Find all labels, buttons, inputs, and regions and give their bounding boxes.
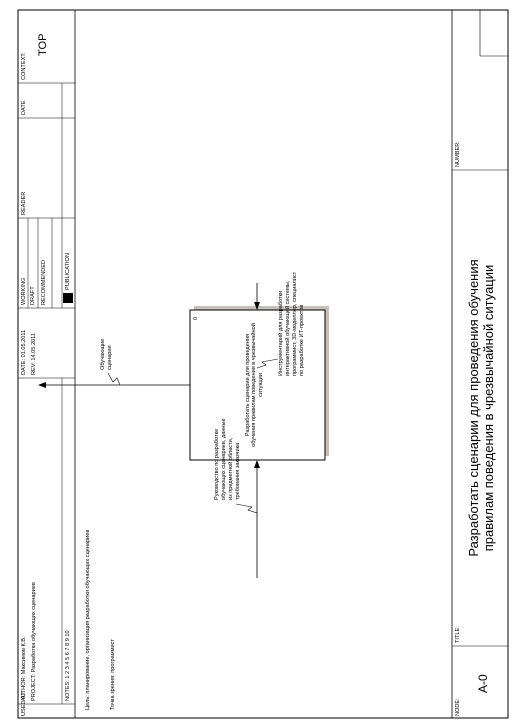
activity-number: 0 <box>193 316 199 320</box>
reader-label: READER <box>21 191 27 215</box>
mechanism-label: Инструментарий для разработки интерактив… <box>278 272 306 376</box>
mechanism-label-line-2: интерактивной обучающей системы, <box>285 280 291 376</box>
title-label: TITLE: <box>455 626 461 643</box>
viewpoint-text: Точка зрения: программист <box>110 639 116 710</box>
reader-date-label: DATE <box>21 100 27 115</box>
diagram-title: Разработать сценарии для проведения обуч… <box>466 259 496 557</box>
context-value: TOP <box>37 33 49 56</box>
status-publication: PUBLICATION <box>65 253 71 290</box>
number-label: NUMBER: <box>455 141 461 167</box>
node-value: A-0 <box>476 674 490 693</box>
project-field: PROJECT: Разработка обучающих сценариев <box>31 582 37 701</box>
publication-marker <box>63 293 73 303</box>
notes-field: NOTES: 1 2 3 4 5 6 7 8 9 10 <box>65 630 71 701</box>
mechanism-label-line-1: Инструментарий для разработки <box>278 290 284 376</box>
output-label-line-2: сценарии <box>107 345 113 370</box>
output-label: Обучающие сценарии <box>100 339 114 370</box>
output-label-line-1: Обучающие <box>100 338 106 370</box>
activity-label: Разработать сценарии для проведения обуч… <box>245 323 264 447</box>
node-label: NODE: <box>455 698 461 716</box>
context-label: CONTEXT: <box>21 52 27 80</box>
mechanism-label-line-4: по разработке ИТ-проектов <box>299 304 305 376</box>
outer-border <box>17 9 509 719</box>
input-label-line-1: Руководство по разработке <box>214 428 220 500</box>
purpose-text: Цель: планирование, организация разработ… <box>85 529 91 710</box>
mechanism-label-line-3: программист, 3D-моделлер, специалист <box>292 271 298 376</box>
status-draft: DRAFT <box>30 286 36 305</box>
status-recommended: RECOMMENDED <box>41 259 47 305</box>
input-label-line-4: требования заказчика <box>235 442 241 500</box>
status-working: WORKING <box>21 277 27 305</box>
date-field: DATE: 01.05.2011 <box>21 329 27 375</box>
author-field: AUTHOR: Максимов К.В. <box>21 636 27 701</box>
rev-field: REV: 14.05.2011 <box>31 333 37 375</box>
input-label: Руководство по разработке обучающих сцен… <box>214 418 242 500</box>
input-label-line-3: из предметной области, <box>228 437 234 500</box>
input-label-line-2: обучающих сценариев, данные <box>221 418 227 500</box>
